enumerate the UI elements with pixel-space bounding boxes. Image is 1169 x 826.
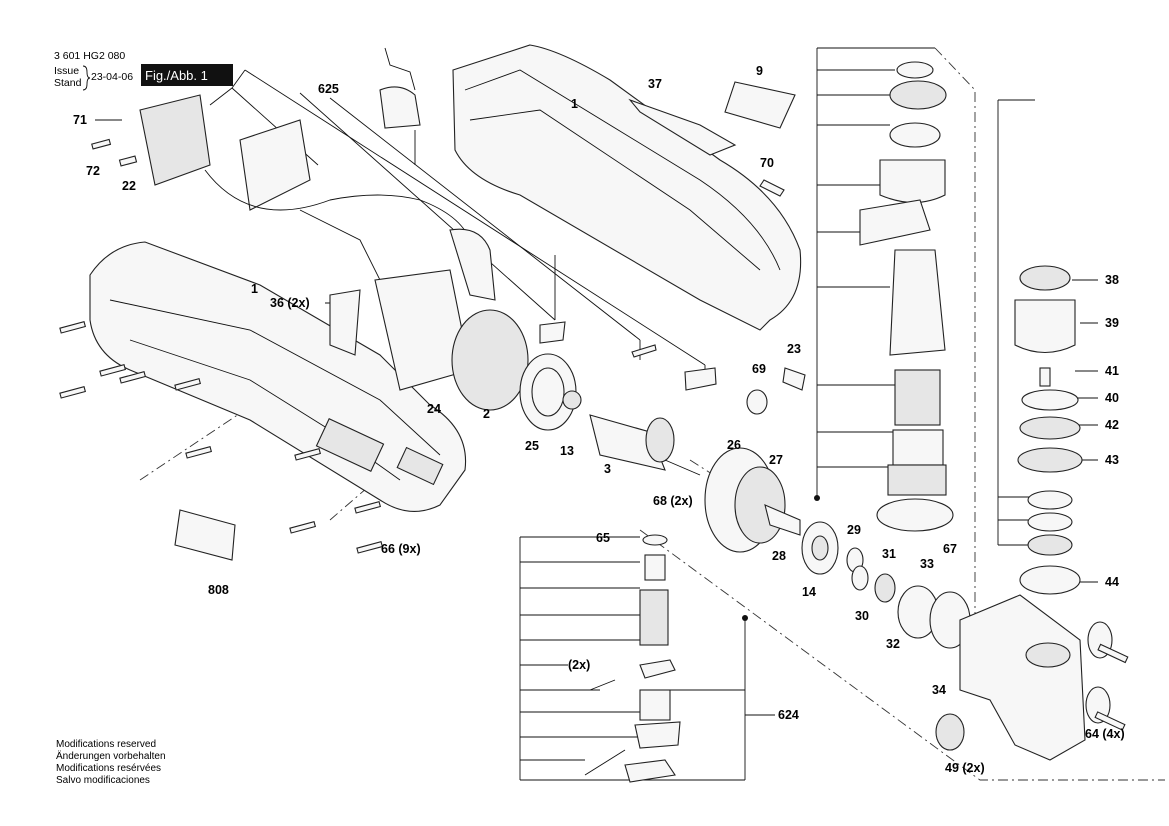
callout-49: 49 (2x) — [945, 761, 985, 775]
callout-68: 68 (2x) — [653, 494, 693, 508]
note-es: Salvo modificaciones — [56, 775, 150, 786]
figure-badge — [141, 64, 233, 86]
bracket-dot-right — [814, 495, 820, 501]
callout-625: 625 — [318, 82, 339, 96]
callout-37: 37 — [648, 77, 662, 91]
callout-23: 23 — [787, 342, 801, 356]
callout-42: 42 — [1105, 418, 1119, 432]
motor-assembly — [329, 228, 701, 476]
callout-2: 2 — [483, 407, 490, 421]
callout-36: 36 (2x) — [270, 296, 310, 310]
ring-parts-middle — [846, 547, 971, 649]
callout-64: 64 (4x) — [1085, 727, 1125, 741]
callout-22: 22 — [122, 179, 136, 193]
electronics-module — [139, 94, 471, 301]
callout-624: 624 — [778, 708, 799, 722]
callout-65: 65 — [596, 531, 610, 545]
callout-29: 29 — [847, 523, 861, 537]
callout-33: 33 — [920, 557, 934, 571]
callout-28: 28 — [772, 549, 786, 563]
callout-26: 26 — [727, 438, 741, 452]
callout-71: 71 — [73, 113, 87, 127]
callout-38: 38 — [1105, 273, 1119, 287]
bracket-dot-624 — [742, 615, 748, 621]
callout-9: 9 — [756, 64, 763, 78]
callout-40: 40 — [1105, 391, 1119, 405]
callout-31: 31 — [882, 547, 896, 561]
callout-1-left: 1 — [251, 282, 258, 296]
small-parts-top — [379, 47, 796, 197]
callout-27: 27 — [769, 453, 783, 467]
callout-69: 69 — [752, 362, 766, 376]
callout-1-top: 1 — [571, 97, 578, 111]
callout-24: 24 — [427, 402, 441, 416]
housing-shell-top — [452, 44, 802, 331]
callout-39: 39 — [1105, 316, 1119, 330]
callout-30: 30 — [855, 609, 869, 623]
note-de: Änderungen vorbehalten — [56, 750, 166, 762]
issue-date: 23-04-06 — [91, 71, 133, 83]
stand-label: Stand — [54, 77, 82, 89]
gear-head-housing — [935, 594, 1113, 761]
label-sheet — [174, 509, 236, 561]
callout-32: 32 — [886, 637, 900, 651]
callout-3: 3 — [604, 462, 611, 476]
issue-label: Issue — [54, 65, 79, 77]
callout-labels: 625 1 37 9 70 71 72 22 1 36 (2x) 24 2 25… — [73, 64, 1125, 775]
callout-66: 66 (9x) — [381, 542, 421, 556]
small-parts-middle — [539, 321, 806, 415]
callout-43: 43 — [1105, 453, 1119, 467]
callout-67: 67 — [943, 542, 957, 556]
assembly-624-parts — [584, 534, 681, 783]
note-en: Modifications reserved — [56, 739, 156, 750]
note-fr: Modifications resérvées — [56, 763, 161, 774]
issue-brace — [82, 65, 91, 91]
callout-70: 70 — [760, 156, 774, 170]
callout-808: 808 — [208, 583, 229, 597]
callout-14: 14 — [802, 585, 816, 599]
modification-notes: Modifications reserved Änderungen vorbeh… — [56, 739, 166, 786]
side-parts-right — [1014, 265, 1083, 595]
screws — [59, 138, 1129, 731]
callout-34: 34 — [932, 683, 946, 697]
spindle-stack — [859, 61, 954, 532]
callout-41: 41 — [1105, 364, 1119, 378]
callout-2x: (2x) — [568, 658, 590, 672]
callout-13: 13 — [560, 444, 574, 458]
leader-lines — [95, 47, 1098, 781]
callout-72: 72 — [86, 164, 100, 178]
housing-shell-left — [89, 241, 467, 512]
part-number: 3 601 HG2 080 — [54, 50, 125, 62]
gear-assembly — [704, 447, 839, 575]
callout-44: 44 — [1105, 575, 1119, 589]
figure-label: Fig./Abb. 1 — [145, 68, 208, 83]
callout-25: 25 — [525, 439, 539, 453]
